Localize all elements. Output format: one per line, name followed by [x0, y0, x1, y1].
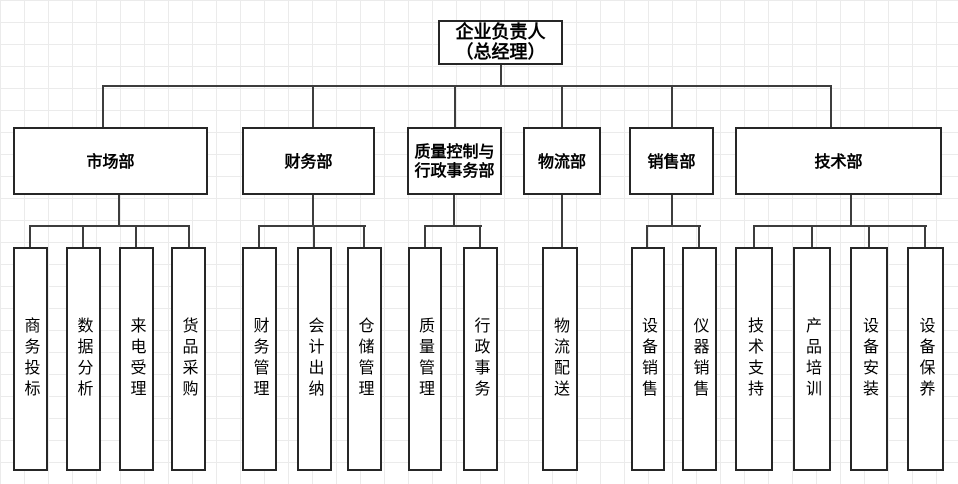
connector-sales-bus — [646, 225, 701, 227]
connector-drop-quality-admin — [454, 85, 456, 127]
node-unit-procurement[interactable]: 货品采购 — [171, 247, 206, 471]
node-dept-sales[interactable]: 销售部 — [629, 127, 714, 195]
unit-financial-mgmt-label: 财务管理 — [250, 317, 270, 401]
unit-accounting-cashier-label: 会计出纳 — [305, 317, 325, 401]
connector-quality-riser — [453, 193, 455, 227]
connector-finance-riser — [312, 193, 314, 227]
node-unit-financial-mgmt[interactable]: 财务管理 — [242, 247, 277, 471]
connector-marketing-bus — [30, 225, 190, 227]
dept-sales-label: 销售部 — [647, 151, 696, 171]
connector-drop-logistics — [561, 85, 563, 127]
unit-data-analysis-label: 数据分析 — [74, 317, 94, 401]
connector-marketing-riser — [118, 193, 120, 227]
general-manager-label-line2: （总经理） — [455, 41, 546, 63]
node-general-manager[interactable]: 企业负责人 （总经理） — [438, 20, 563, 65]
general-manager-label-line1: 企业负责人 — [455, 21, 546, 43]
connector-drop-equipment-install — [868, 225, 870, 247]
connector-drop-admin-affairs — [479, 225, 481, 247]
node-unit-product-training[interactable]: 产品培训 — [793, 247, 831, 471]
dept-quality-admin-label: 质量控制与行政事务部 — [414, 142, 495, 180]
node-unit-equipment-sales[interactable]: 设备销售 — [631, 247, 665, 471]
unit-procurement-label: 货品采购 — [179, 317, 199, 401]
node-unit-business-bidding[interactable]: 商务投标 — [13, 247, 48, 471]
unit-call-handling-label: 来电受理 — [127, 317, 147, 401]
connector-drop-finance — [312, 85, 314, 127]
node-unit-data-analysis[interactable]: 数据分析 — [66, 247, 101, 471]
connector-drop-equipment-sales — [646, 225, 648, 247]
connector-drop-equipment-maintenance — [924, 225, 926, 247]
connector-drop-instrument-sales — [698, 225, 700, 247]
unit-equipment-install-label: 设备安装 — [860, 317, 879, 401]
unit-tech-support-label: 技术支持 — [745, 317, 764, 401]
dept-marketing-label: 市场部 — [86, 151, 135, 171]
connector-logistics-straight — [561, 193, 563, 247]
dept-logistics-label: 物流部 — [537, 151, 586, 171]
connector-finance-bus — [259, 225, 366, 227]
connector-technology-bus — [753, 225, 927, 227]
connector-drop-warehouse-mgmt — [363, 225, 365, 247]
unit-product-training-label: 产品培训 — [803, 317, 822, 401]
connector-drop-data-analysis — [82, 225, 84, 247]
unit-quality-mgmt-label: 质量管理 — [416, 317, 435, 401]
node-dept-logistics[interactable]: 物流部 — [523, 127, 601, 195]
connector-drop-business-bidding — [29, 225, 31, 247]
node-unit-equipment-maintenance[interactable]: 设备保养 — [907, 247, 944, 471]
connector-sales-riser — [671, 193, 673, 227]
connector-technology-riser — [850, 193, 852, 227]
node-unit-admin-affairs[interactable]: 行政事务 — [463, 247, 498, 471]
node-unit-tech-support[interactable]: 技术支持 — [735, 247, 773, 471]
unit-admin-affairs-label: 行政事务 — [471, 317, 491, 401]
connector-drop-financial-mgmt — [258, 225, 260, 247]
node-unit-call-handling[interactable]: 来电受理 — [119, 247, 154, 471]
connector-drop-accounting-cashier — [313, 225, 315, 247]
connector-drop-tech-support — [753, 225, 755, 247]
unit-logistics-delivery-label: 物流配送 — [551, 317, 570, 401]
connector-level1-bus — [102, 85, 832, 87]
connector-drop-product-training — [811, 225, 813, 247]
node-dept-marketing[interactable]: 市场部 — [13, 127, 208, 195]
unit-equipment-sales-label: 设备销售 — [639, 317, 658, 401]
node-dept-technology[interactable]: 技术部 — [735, 127, 942, 195]
node-dept-quality-admin[interactable]: 质量控制与行政事务部 — [407, 127, 502, 195]
unit-equipment-maintenance-label: 设备保养 — [916, 317, 936, 401]
connector-drop-quality-mgmt — [424, 225, 426, 247]
unit-instrument-sales-label: 仪器销售 — [690, 317, 710, 401]
node-unit-logistics-delivery[interactable]: 物流配送 — [542, 247, 578, 471]
node-unit-accounting-cashier[interactable]: 会计出纳 — [297, 247, 332, 471]
connector-quality-bus — [424, 225, 482, 227]
connector-drop-call-handling — [135, 225, 137, 247]
unit-warehouse-mgmt-label: 仓储管理 — [355, 317, 375, 401]
connector-drop-sales — [671, 85, 673, 127]
node-unit-warehouse-mgmt[interactable]: 仓储管理 — [347, 247, 382, 471]
dept-finance-label: 财务部 — [284, 151, 333, 171]
connector-drop-marketing — [102, 85, 104, 127]
node-unit-instrument-sales[interactable]: 仪器销售 — [682, 247, 717, 471]
connector-root-riser — [500, 64, 502, 86]
node-dept-finance[interactable]: 财务部 — [242, 127, 375, 195]
unit-business-bidding-label: 商务投标 — [21, 317, 41, 401]
connector-drop-procurement — [188, 225, 190, 247]
connector-drop-technology — [830, 85, 832, 127]
node-unit-quality-mgmt[interactable]: 质量管理 — [408, 247, 442, 471]
dept-technology-label: 技术部 — [814, 151, 863, 171]
node-unit-equipment-install[interactable]: 设备安装 — [850, 247, 888, 471]
